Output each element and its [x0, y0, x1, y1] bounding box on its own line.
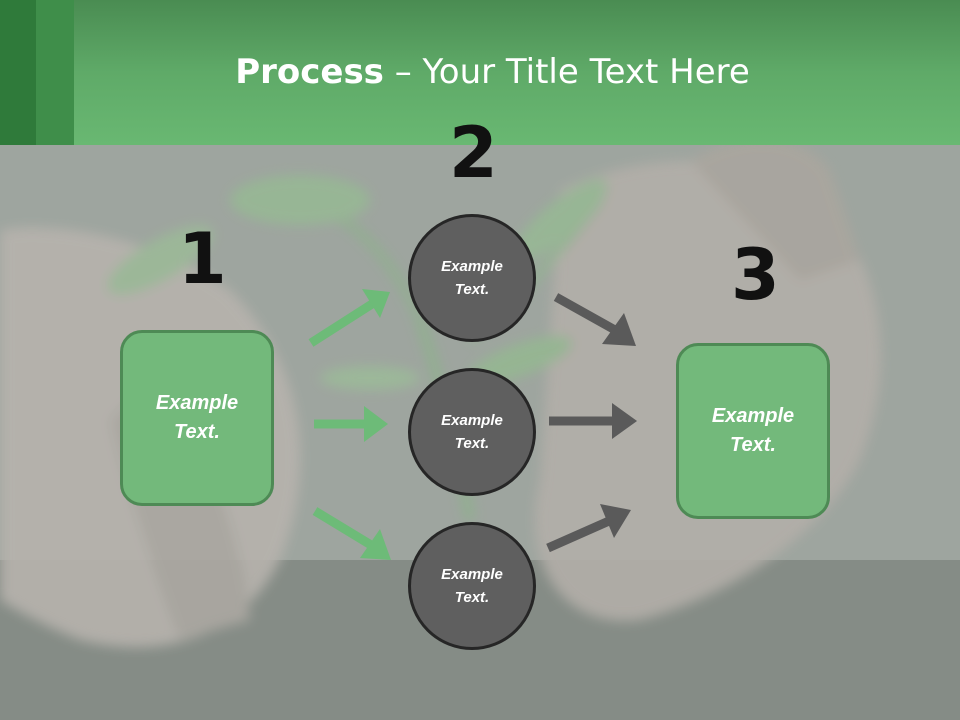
title-bar: [0, 0, 960, 145]
right-box-line2: Text.: [730, 434, 776, 456]
gray-arrow-up: [546, 504, 631, 553]
green-arrow-down: [312, 507, 391, 560]
left-process-box: Example Text.: [120, 330, 274, 506]
gray-arrow-down: [553, 293, 636, 346]
right-box-line1: Example: [711, 405, 795, 427]
circle-middle-line1: Example: [441, 412, 503, 429]
left-box-line1: Example: [155, 392, 239, 414]
circle-top-line1: Example: [441, 258, 503, 275]
green-arrow-up: [308, 289, 390, 347]
left-box-line2: Text.: [174, 421, 220, 443]
title-bold: Process: [235, 52, 384, 92]
step-number-1: 1: [178, 218, 227, 300]
process-circle-bottom: Example Text.: [408, 522, 536, 650]
step-number-2: 2: [449, 112, 498, 194]
title-rest: – Your Title Text Here: [383, 52, 750, 92]
step-number-3: 3: [731, 234, 780, 316]
right-process-box: Example Text.: [676, 343, 830, 519]
title-bar-accent-mid: [36, 0, 74, 145]
green-arrow-right: [314, 406, 388, 442]
process-circle-top: Example Text.: [408, 214, 536, 342]
title-bar-accent-dark: [0, 0, 36, 145]
process-circle-middle: Example Text.: [408, 368, 536, 496]
circle-top-line2: Text.: [454, 281, 490, 298]
gray-arrow-right: [549, 403, 637, 439]
circle-middle-line2: Text.: [454, 435, 490, 452]
circle-bottom-line1: Example: [441, 566, 503, 583]
slide-title: Process – Your Title Text Here: [0, 52, 960, 92]
circle-bottom-line2: Text.: [454, 589, 490, 606]
